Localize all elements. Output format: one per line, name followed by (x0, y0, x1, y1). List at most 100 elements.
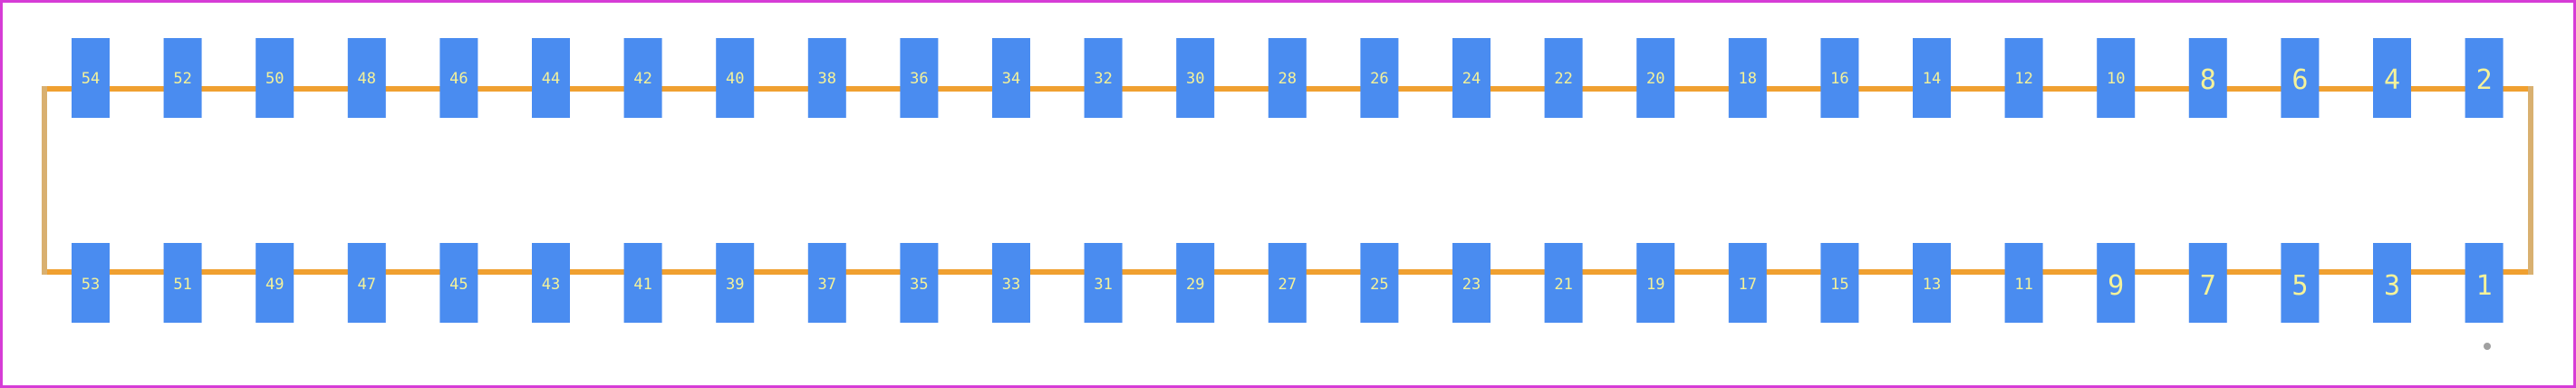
pad-12-shape (2004, 38, 2043, 118)
pad-45[interactable]: 45 (439, 243, 478, 323)
pad-29[interactable]: 29 (1176, 243, 1215, 323)
pad-22[interactable]: 22 (1544, 38, 1583, 118)
pad-15[interactable]: 15 (1820, 243, 1859, 323)
pad-13[interactable]: 13 (1913, 243, 1951, 323)
pad-42-label: 42 (633, 70, 651, 88)
pad-7-shape (2188, 243, 2227, 323)
pad-40[interactable]: 40 (716, 38, 755, 118)
pad-52-shape (163, 38, 202, 118)
pad-38[interactable]: 38 (807, 38, 846, 118)
pad-43[interactable]: 43 (532, 243, 570, 323)
pad-39-label: 39 (726, 276, 744, 294)
pad-39-shape (716, 243, 755, 323)
pad-50[interactable]: 50 (256, 38, 294, 118)
pad-15-label: 15 (1830, 276, 1848, 294)
pad-38-label: 38 (818, 70, 836, 88)
pad-28-shape (1268, 38, 1307, 118)
pad-43-label: 43 (542, 276, 560, 294)
pad-33[interactable]: 33 (992, 243, 1030, 323)
pad-42[interactable]: 42 (623, 38, 662, 118)
pad-47[interactable]: 47 (347, 243, 386, 323)
pad-32[interactable]: 32 (1084, 38, 1123, 118)
pad-48-label: 48 (358, 70, 376, 88)
pad-43-shape (532, 243, 570, 323)
pad-23-shape (1452, 243, 1491, 323)
pad-10-label: 10 (2107, 70, 2125, 88)
pad-30-label: 30 (1186, 70, 1204, 88)
pad-41[interactable]: 41 (623, 243, 662, 323)
pad-21-label: 21 (1554, 276, 1572, 294)
pad-36-shape (900, 38, 939, 118)
pad-52-label: 52 (173, 70, 191, 88)
pad-52[interactable]: 52 (163, 38, 202, 118)
pad-29-shape (1176, 243, 1215, 323)
pad-8-label: 8 (2200, 64, 2216, 96)
pad-37-label: 37 (818, 276, 836, 294)
pad-6[interactable]: 6 (2281, 38, 2320, 118)
pad-34[interactable]: 34 (992, 38, 1030, 118)
pad-2[interactable]: 2 (2465, 38, 2504, 118)
pad-12-label: 12 (2014, 70, 2032, 88)
pad-3[interactable]: 3 (2373, 243, 2411, 323)
pad-46[interactable]: 46 (439, 38, 478, 118)
pad-6-label: 6 (2291, 64, 2308, 96)
pad-10[interactable]: 10 (2097, 38, 2136, 118)
pad-18[interactable]: 18 (1728, 38, 1767, 118)
pad-39[interactable]: 39 (716, 243, 755, 323)
pad-4[interactable]: 4 (2373, 38, 2411, 118)
pad-9[interactable]: 9 (2097, 243, 2136, 323)
pad-11-shape (2004, 243, 2043, 323)
pad-23[interactable]: 23 (1452, 243, 1491, 323)
pad-7[interactable]: 7 (2188, 243, 2227, 323)
pad-50-shape (256, 38, 294, 118)
pad-26[interactable]: 26 (1360, 38, 1399, 118)
pad-16-label: 16 (1830, 70, 1848, 88)
pad-41-label: 41 (633, 276, 651, 294)
pad-24[interactable]: 24 (1452, 38, 1491, 118)
pad-53-label: 53 (82, 276, 100, 294)
pad-17[interactable]: 17 (1728, 243, 1767, 323)
pad-11[interactable]: 11 (2004, 243, 2043, 323)
pad-22-shape (1544, 38, 1583, 118)
pad-48-shape (347, 38, 386, 118)
pad-37[interactable]: 37 (807, 243, 846, 323)
pad-51-shape (163, 243, 202, 323)
pad-14-shape (1913, 38, 1951, 118)
pad-9-label: 9 (2108, 270, 2124, 302)
pad-36[interactable]: 36 (900, 38, 939, 118)
pad-44[interactable]: 44 (532, 38, 570, 118)
pad-12[interactable]: 12 (2004, 38, 2043, 118)
pad-49[interactable]: 49 (256, 243, 294, 323)
pad-34-shape (992, 38, 1030, 118)
pad-51[interactable]: 51 (163, 243, 202, 323)
pad-19-label: 19 (1646, 276, 1664, 294)
pad-22-label: 22 (1554, 70, 1572, 88)
pad-7-label: 7 (2200, 270, 2216, 302)
pad-29-label: 29 (1186, 276, 1204, 294)
pad-35[interactable]: 35 (900, 243, 939, 323)
pad-5[interactable]: 5 (2281, 243, 2320, 323)
pad-9-shape (2097, 243, 2136, 323)
pad-1[interactable]: 1 (2465, 243, 2504, 323)
pad-16-shape (1820, 38, 1859, 118)
pad-38-shape (807, 38, 846, 118)
pad-20[interactable]: 20 (1636, 38, 1675, 118)
pad-21-shape (1544, 243, 1583, 323)
pad-3-shape (2373, 243, 2411, 323)
pad-27[interactable]: 27 (1268, 243, 1307, 323)
pad-48[interactable]: 48 (347, 38, 386, 118)
pad-16[interactable]: 16 (1820, 38, 1859, 118)
pad-30[interactable]: 30 (1176, 38, 1215, 118)
pad-19[interactable]: 19 (1636, 243, 1675, 323)
pad-28[interactable]: 28 (1268, 38, 1307, 118)
pad-54[interactable]: 54 (72, 38, 110, 118)
pad-24-label: 24 (1462, 70, 1481, 88)
pad-14[interactable]: 14 (1913, 38, 1951, 118)
pad-25[interactable]: 25 (1360, 243, 1399, 323)
pad-31[interactable]: 31 (1084, 243, 1123, 323)
pad-8[interactable]: 8 (2188, 38, 2227, 118)
pad-21[interactable]: 21 (1544, 243, 1583, 323)
pad-53[interactable]: 53 (72, 243, 110, 323)
pad-40-label: 40 (726, 70, 744, 88)
